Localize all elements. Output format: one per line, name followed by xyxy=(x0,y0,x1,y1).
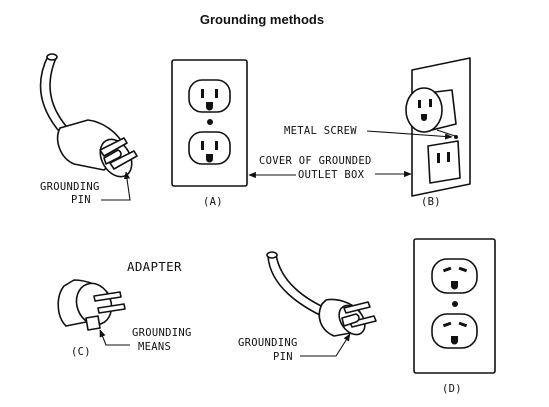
grounded-outlet-a xyxy=(171,59,248,187)
diagram-title: Grounding methods xyxy=(200,12,324,27)
grounding-pin-label-bottom-line2: PIN xyxy=(273,351,293,363)
metal-screw-label: METAL SCREW xyxy=(284,125,357,137)
outlet-d-upper-receptacle xyxy=(431,258,478,294)
adapter-label: ADAPTER xyxy=(127,259,182,274)
grounding-pin-label-top-line1: GROUNDING xyxy=(40,181,100,193)
outlet-a-lower-receptacle xyxy=(188,131,231,165)
outlet-a-center-screw xyxy=(207,119,213,125)
grounding-means-leader xyxy=(99,329,130,346)
outlet-d-center-screw xyxy=(452,301,458,307)
figure-a-label: (A) xyxy=(203,196,223,208)
grounded-plug-top-illustration xyxy=(39,53,138,178)
cover-label-line2: OUTLET BOX xyxy=(298,169,365,181)
adapter-c-illustration xyxy=(57,279,126,331)
metal-screw-leader xyxy=(366,130,453,140)
grounding-pin-label-top-line2: PIN xyxy=(71,194,91,206)
grounded-outlet-b xyxy=(405,57,471,197)
grounding-pin-top-leader xyxy=(101,171,131,201)
grounding-means-label-line1: GROUNDING xyxy=(132,327,192,339)
outlet-d-lower-receptacle xyxy=(431,313,478,349)
grounded-plug-bottom-illustration xyxy=(266,251,377,337)
cover-label-line1: COVER OF GROUNDED xyxy=(259,155,372,167)
grounded-outlet-d xyxy=(413,238,496,374)
grounding-means-label-line2: MEANS xyxy=(138,341,171,353)
figure-b-label: (B) xyxy=(421,196,441,208)
figure-c-label: (C) xyxy=(71,346,91,358)
figure-d-label: (D) xyxy=(442,383,462,395)
outlet-a-upper-receptacle xyxy=(188,79,231,113)
grounding-pin-bottom-leader xyxy=(300,333,351,357)
grounding-pin-label-bottom-line1: GROUNDING xyxy=(238,337,298,349)
